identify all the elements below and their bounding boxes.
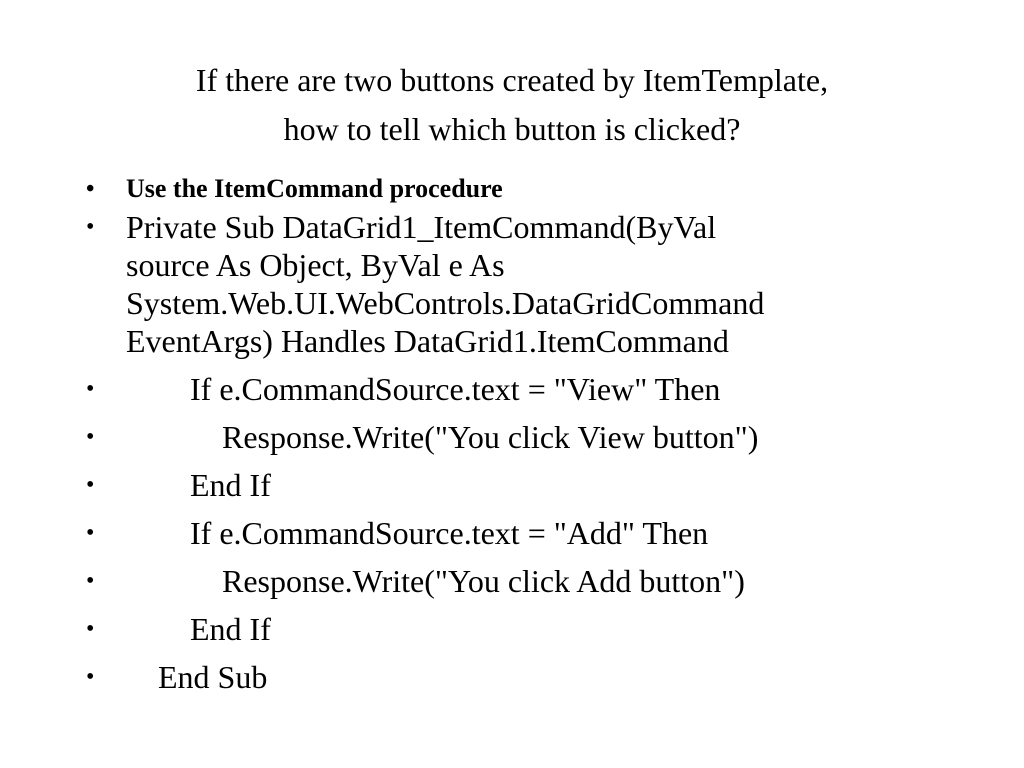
bullet-text: End If bbox=[126, 467, 271, 503]
bullet-text: System.Web.UI.WebControls.DataGridComman… bbox=[126, 285, 765, 321]
slide-title-line: If there are two buttons created by Item… bbox=[195, 62, 829, 98]
bullet-dot: • bbox=[86, 176, 95, 202]
bullet-dot: • bbox=[86, 214, 95, 240]
bullet-text: If e.CommandSource.text = "Add" Then bbox=[126, 515, 709, 551]
bullet-text: source As Object, ByVal e As bbox=[126, 247, 505, 283]
bullet-item: • Private Sub DataGrid1_ItemCommand(ByVa… bbox=[86, 208, 986, 360]
bullet-dot: • bbox=[86, 568, 95, 594]
bullet-text: End Sub bbox=[126, 659, 268, 695]
bullet-dot: • bbox=[86, 664, 95, 690]
bullet-dot: • bbox=[86, 616, 95, 642]
bullet-dot: • bbox=[86, 520, 95, 546]
bullet-text: Private Sub DataGrid1_ItemCommand(ByVal bbox=[126, 209, 717, 245]
bullet-text: Response.Write("You click Add button") bbox=[126, 563, 745, 599]
slide-title-line: how to tell which button is clicked? bbox=[283, 111, 741, 147]
bullet-text: Response.Write("You click View button") bbox=[126, 419, 759, 455]
bullet-item: • End If bbox=[86, 466, 986, 504]
bullet-text: If e.CommandSource.text = "View" Then bbox=[126, 371, 721, 407]
bullet-item: • If e.CommandSource.text = "View" Then bbox=[86, 370, 986, 408]
bullet-dot: • bbox=[86, 472, 95, 498]
bullet-item: • Response.Write("You click View button"… bbox=[86, 418, 986, 456]
bullet-text: End If bbox=[126, 611, 271, 647]
bullet-text: EventArgs) Handles DataGrid1.ItemCommand bbox=[126, 323, 729, 359]
bullet-text: Use the ItemCommand procedure bbox=[126, 174, 503, 203]
slide-title: If there are two buttons created by Item… bbox=[0, 56, 1024, 154]
bullet-item: • Response.Write("You click Add button") bbox=[86, 562, 986, 600]
bullet-item: • If e.CommandSource.text = "Add" Then bbox=[86, 514, 986, 552]
bullet-dot: • bbox=[86, 376, 95, 402]
bullet-list: • Use the ItemCommand procedure • Privat… bbox=[86, 170, 986, 706]
bullet-item: • End If bbox=[86, 610, 986, 648]
bullet-dot: • bbox=[86, 424, 95, 450]
bullet-item: • Use the ItemCommand procedure bbox=[86, 170, 986, 208]
bullet-item: • End Sub bbox=[86, 658, 986, 696]
